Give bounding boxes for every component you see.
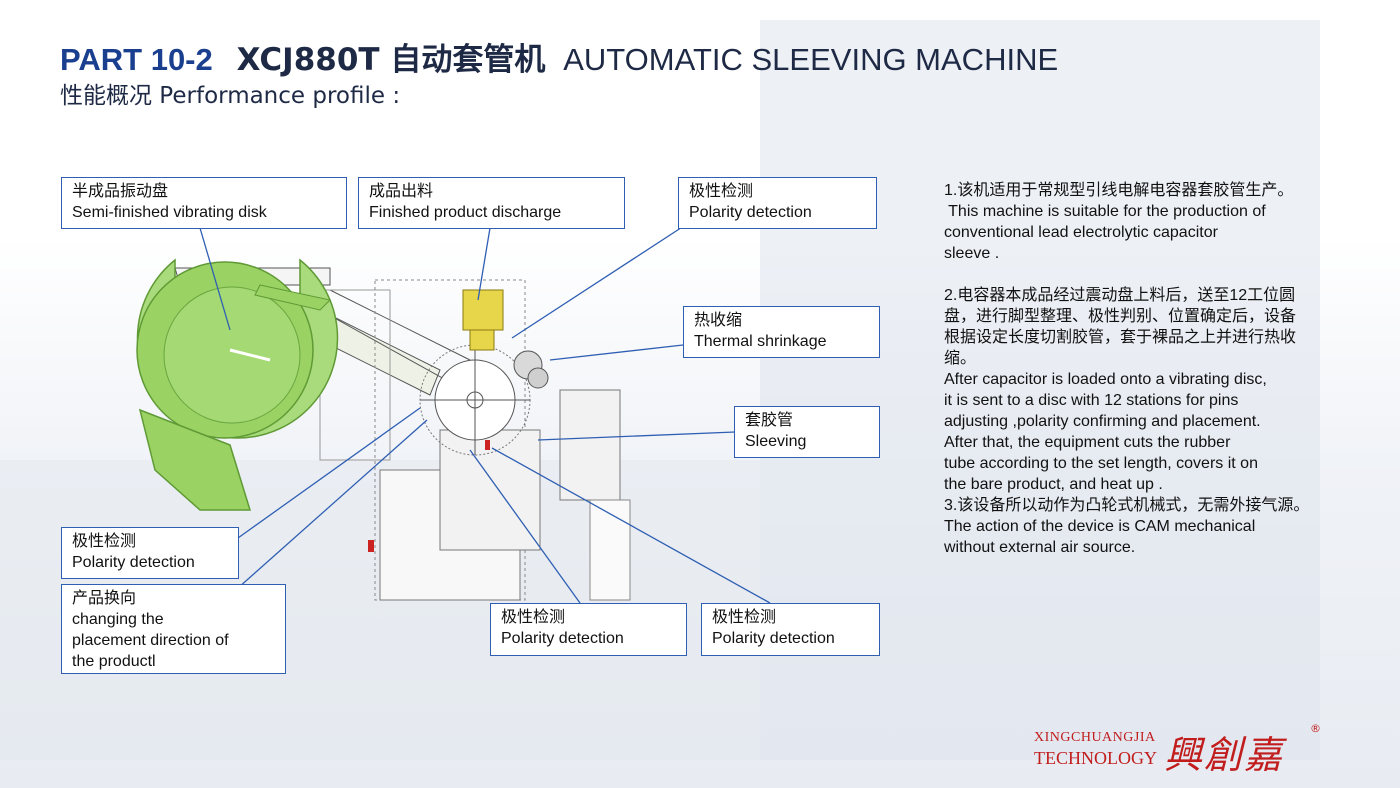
callout-en-line3: the productl [72,653,156,670]
desc-p3-en1: The action of the device is CAM mechanic… [944,518,1256,535]
callout-cn: 成品出料 [369,183,434,200]
callout-cn: 极性检测 [72,533,137,550]
callout-cn: 热收缩 [694,312,743,329]
desc-p2-en1: After capacitor is loaded onto a vibrati… [944,371,1267,388]
desc-p2-cn4: 缩。 [944,350,977,367]
desc-p2-cn3: 根据设定长度切割胶管，套于裸品之上并进行热收 [944,329,1297,346]
callout-en: Thermal shrinkage [694,333,827,350]
desc-p2-cn1: 2.电容器本成品经过震动盘上料后，送至12工位圆 [944,287,1296,304]
model-name: XCJ880T 自动套管机 [236,42,546,78]
desc-p2-en2: it is sent to a disc with 12 stations fo… [944,392,1239,409]
red-part-left [368,540,374,552]
red-part-center [485,440,490,450]
callout-en: Polarity detection [501,630,624,647]
machine-drawing [174,267,631,601]
callout-polarity-left: 极性检测 Polarity detection [61,527,239,579]
callout-cn: 半成品振动盘 [72,183,169,200]
title-english: AUTOMATIC SLEEVING MACHINE [563,42,1059,77]
desc-p2-en5: tube according to the set length, covers… [944,455,1258,472]
part-number: PART 10-2 [60,42,213,77]
callout-cn: 极性检测 [501,609,566,626]
callout-direction: 产品换向 changing the placement direction of… [61,584,286,674]
desc-p1-en3: sleeve . [944,245,1000,262]
callout-en: Semi-finished vibrating disk [72,204,267,221]
desc-gap [944,264,1344,285]
description: 1.该机适用于常规型引线电解电容器套胶管生产。 This machine is … [944,180,1344,558]
callout-cn: 产品换向 [72,590,137,607]
desc-p2-cn2: 盘，进行脚型整理、极性判别、位置确定后，设备 [944,308,1297,325]
page-title: PART 10-2 XCJ880T 自动套管机 AUTOMATIC SLEEVI… [60,40,1058,80]
desc-p1-en1: This machine is suitable for the product… [944,203,1266,220]
callout-en-line1: changing the [72,611,164,628]
rotary-table [419,344,549,456]
registered-mark: ® [1310,722,1321,735]
discharge-block [462,289,504,351]
company-logo: XINGCHUANGJIA TECHNOLOGY 興創嘉 ® [1034,722,1334,777]
callout-en-line2: placement direction of [72,632,229,649]
logo-chinese: 興創嘉 [1164,733,1285,777]
callout-en: Finished product discharge [369,204,562,221]
callout-cn: 套胶管 [745,412,794,429]
callout-cn: 极性检测 [712,609,777,626]
desc-p1-cn: 1.该机适用于常规型引线电解电容器套胶管生产。 [944,182,1294,199]
callout-sleeving: 套胶管 Sleeving [734,406,880,458]
callout-polarity-bottom-right: 极性检测 Polarity detection [701,603,880,656]
desc-p2-en3: adjusting ,polarity confirming and place… [944,413,1261,430]
callout-cn: 极性检测 [689,183,754,200]
desc-p1-en2: conventional lead electrolytic capacitor [944,224,1218,241]
leader-lines [199,221,771,604]
desc-p2-en6: the bare product, and heat up . [944,476,1163,493]
desc-p3-cn: 3.该设备所以动作为凸轮式机械式，无需外接气源。 [944,497,1310,514]
desc-p3-en2: without external air source. [944,539,1136,556]
callout-thermal: 热收缩 Thermal shrinkage [683,306,880,358]
callout-en: Polarity detection [689,204,812,221]
callout-en: Polarity detection [72,554,195,571]
callout-discharge: 成品出料 Finished product discharge [358,177,625,229]
desc-p2-en4: After that, the equipment cuts the rubbe… [944,434,1231,451]
callout-polarity-bottom-mid: 极性检测 Polarity detection [490,603,687,656]
vibrating-disk [136,258,339,511]
callout-polarity-top: 极性检测 Polarity detection [678,177,877,229]
callout-vibrating-disk: 半成品振动盘 Semi-finished vibrating disk [61,177,347,229]
callout-en: Sleeving [745,433,807,450]
callout-en: Polarity detection [712,630,835,647]
page-subtitle: 性能概况 Performance profile : [60,83,401,109]
logo-line2: TECHNOLOGY [1034,748,1157,768]
logo-line1: XINGCHUANGJIA [1034,730,1156,745]
